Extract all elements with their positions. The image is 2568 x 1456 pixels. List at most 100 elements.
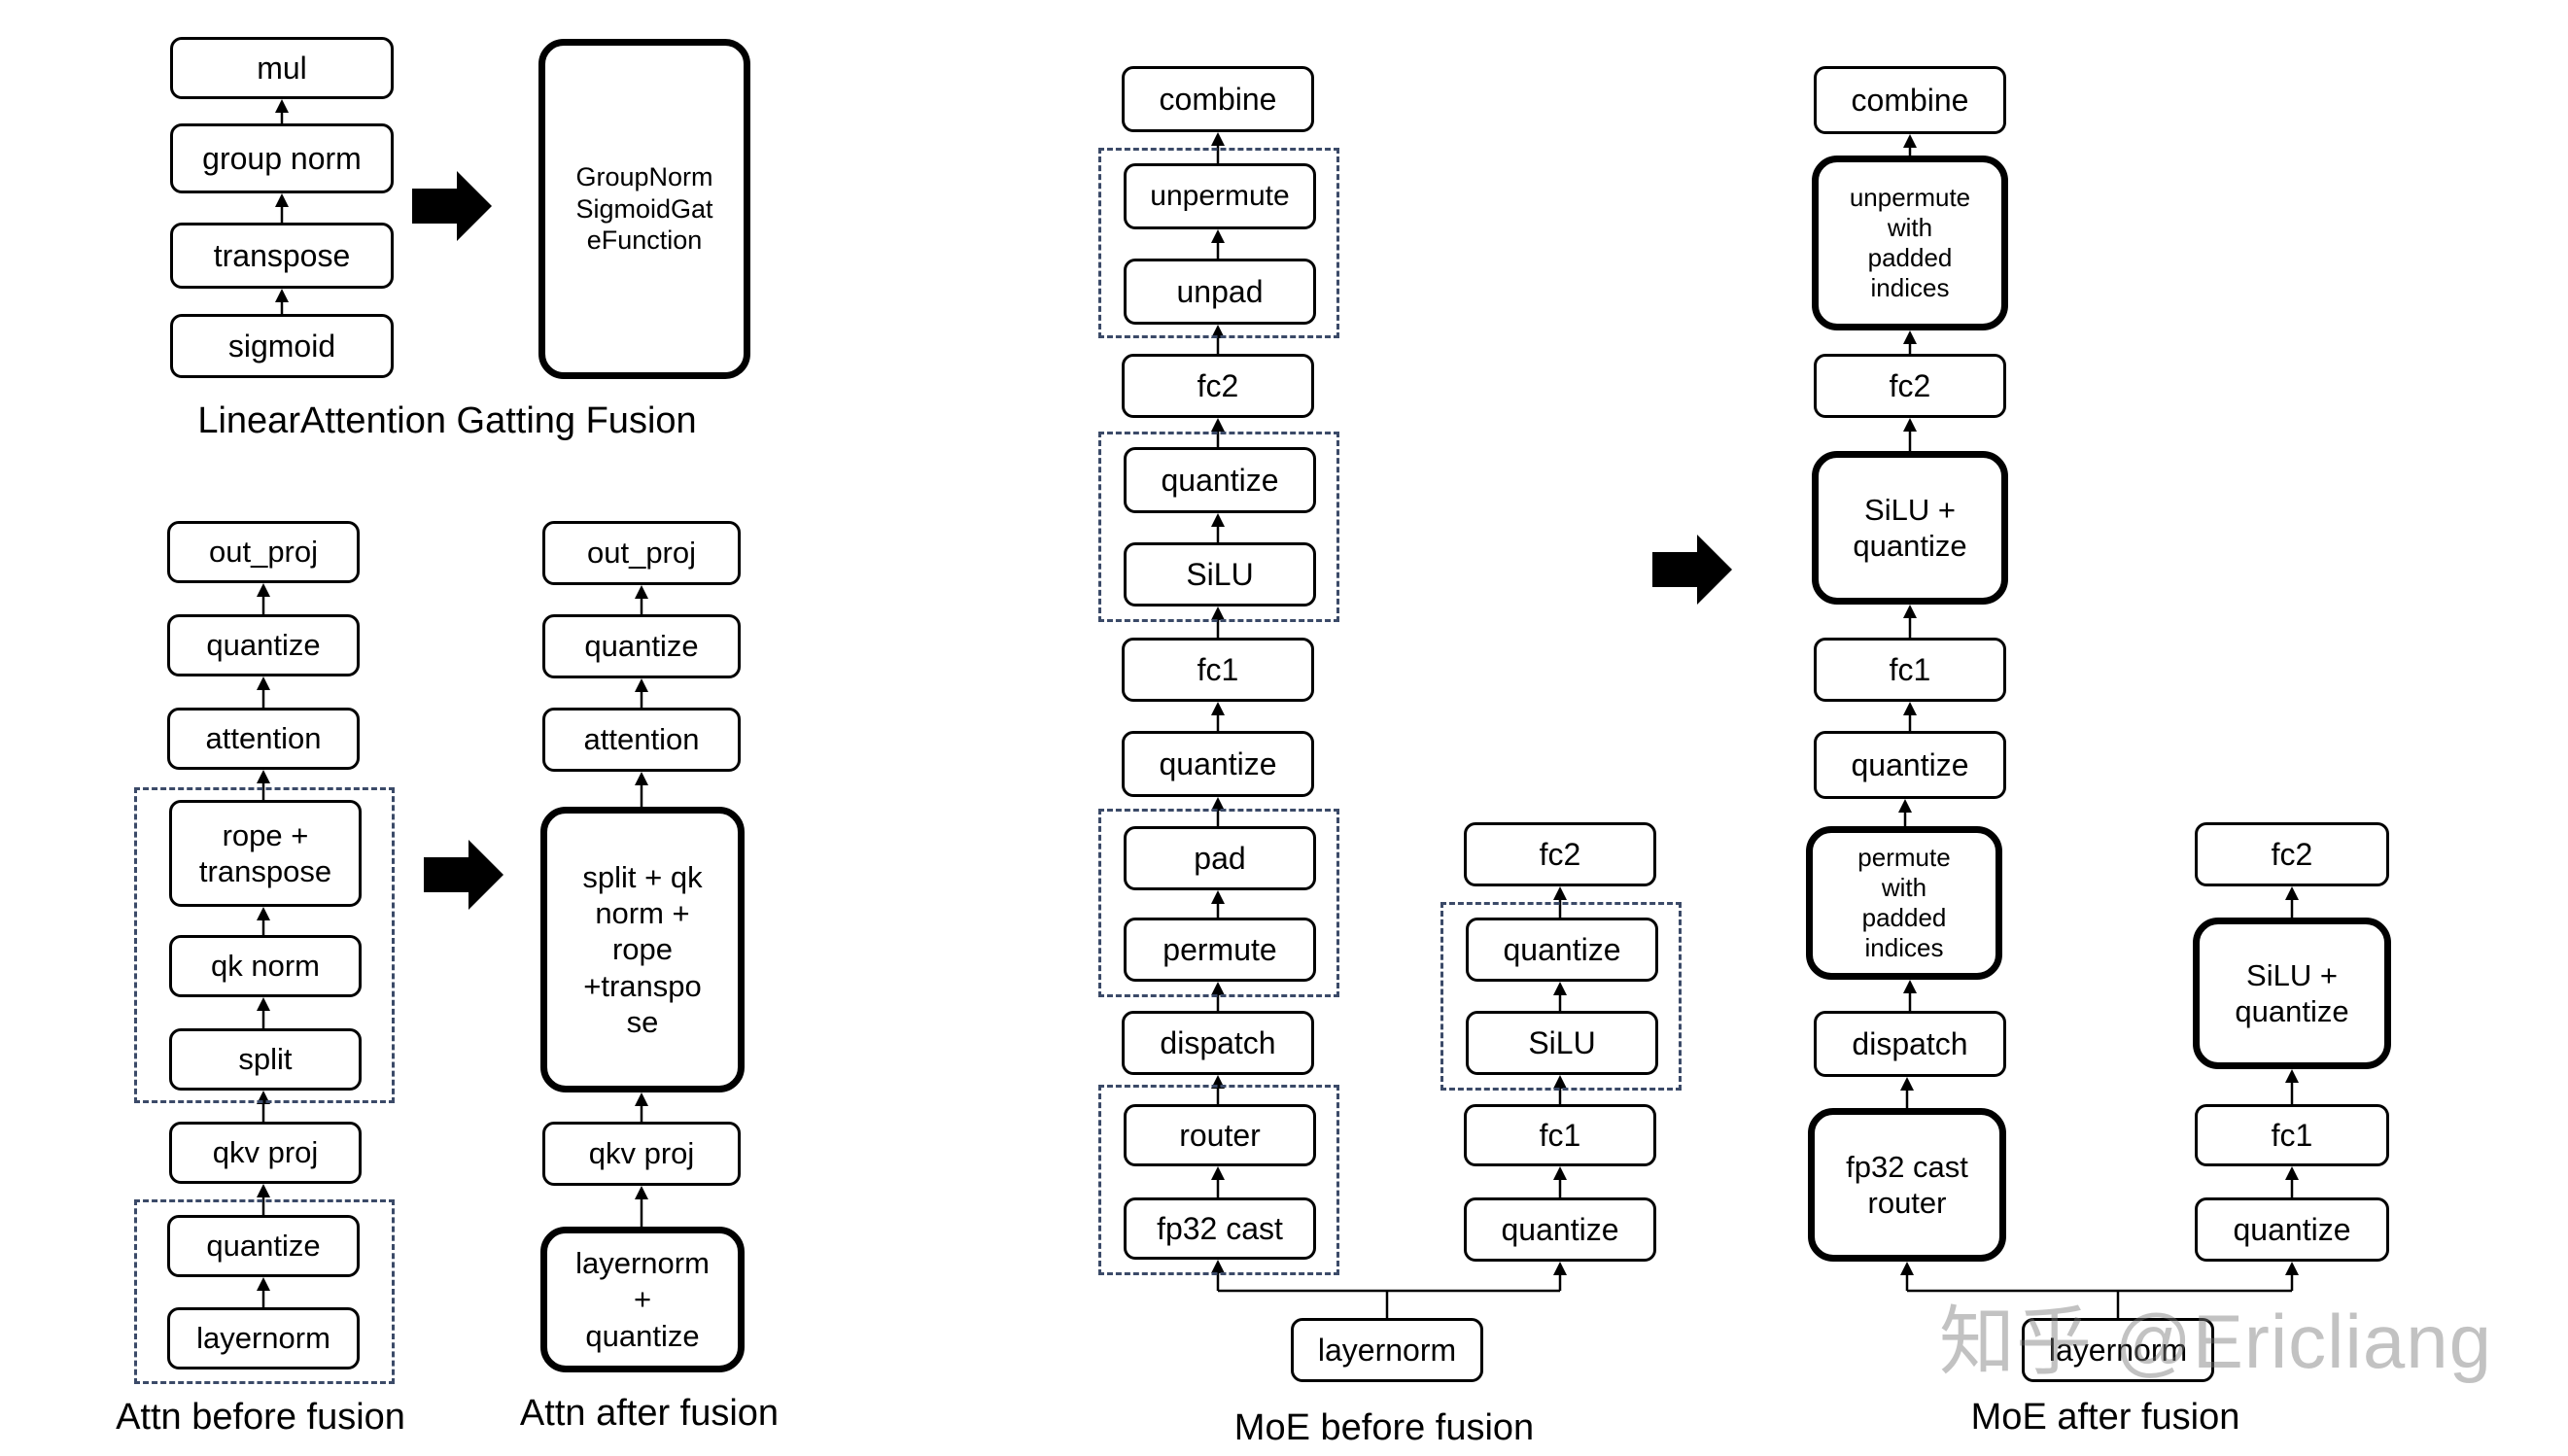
arrowhead-icon: [1553, 886, 1567, 900]
moe-after-side-fused-silu-quantize: SiLU + quantize: [2193, 918, 2391, 1069]
arrowhead-icon: [275, 193, 289, 207]
arrowhead-icon: [1211, 132, 1225, 146]
arrowhead-icon: [1903, 134, 1917, 148]
moe-before-group-router: [1098, 1085, 1339, 1275]
attn-before-qk-norm: qk norm: [169, 935, 362, 997]
moe-before-quantize: quantize: [1124, 447, 1316, 513]
moe-before-side-silu: SiLU: [1466, 1011, 1658, 1075]
arrowhead-icon: [1553, 1166, 1567, 1180]
la-node-sigmoid: sigmoid: [170, 314, 394, 378]
arrowhead-icon: [1211, 418, 1225, 432]
fusion-arrow-icon: [424, 840, 503, 910]
arrowhead-icon: [635, 585, 648, 599]
attn-before-split: split: [169, 1028, 362, 1091]
arrowhead-icon: [635, 1186, 648, 1199]
moe-after-fc2: fc2: [1814, 354, 2006, 418]
arrowhead-icon: [257, 907, 270, 920]
moe-after-fused-fp32-router: fp32 cast router: [1808, 1108, 2006, 1262]
arrowhead-icon: [1903, 702, 1917, 715]
arrowhead-icon: [2285, 886, 2299, 900]
arrowhead-icon: [1553, 982, 1567, 995]
arrowhead-icon: [2285, 1069, 2299, 1083]
la-fused-node: GroupNorm SigmoidGat eFunction: [538, 39, 750, 379]
attn-after-fused-layernorm: layernorm + quantize: [540, 1227, 745, 1372]
attn-before-quantize-2: quantize: [167, 1215, 360, 1277]
moe-before-side-fc1: fc1: [1464, 1104, 1656, 1166]
moe-before-unpad: unpad: [1124, 259, 1316, 325]
moe-before-pad: pad: [1124, 826, 1316, 890]
attn-after-quantize: quantize: [542, 614, 741, 678]
moe-before-group-pad: [1098, 809, 1339, 997]
caption-linear-attention: LinearAttention Gatting Fusion: [197, 400, 697, 441]
arrowhead-icon: [257, 583, 270, 597]
arrowhead-icon: [1211, 513, 1225, 527]
attn-before-rope-transpose: rope + transpose: [169, 800, 362, 907]
moe-before-fc2: fc2: [1122, 354, 1314, 418]
arrowhead-icon: [257, 770, 270, 783]
arrowhead-icon: [257, 997, 270, 1011]
moe-before-layernorm: layernorm: [1291, 1318, 1483, 1382]
moe-before-group-unpermute: [1098, 148, 1339, 338]
la-node-transpose: transpose: [170, 223, 394, 289]
moe-before-group-silu: [1098, 432, 1339, 622]
attn-before-quantize: quantize: [167, 614, 360, 676]
attn-before-qkv-proj: qkv proj: [169, 1122, 362, 1184]
moe-before-side-quantize-2: quantize: [1464, 1197, 1656, 1262]
arrowhead-icon: [1211, 702, 1225, 715]
moe-after-layernorm: layernorm: [2022, 1318, 2214, 1382]
moe-after-fc1: fc1: [1814, 638, 2006, 702]
arrowhead-icon: [1898, 799, 1912, 813]
arrowhead-icon: [1903, 980, 1917, 993]
arrowhead-icon: [1211, 982, 1225, 995]
attn-before-group-norm: [134, 1199, 395, 1384]
arrowhead-icon: [1900, 1262, 1914, 1275]
arrowhead-icon: [257, 676, 270, 690]
moe-after-quantize: quantize: [1814, 731, 2006, 799]
moe-after-side-fc2: fc2: [2195, 822, 2389, 886]
moe-before-unpermute: unpermute: [1124, 163, 1316, 229]
moe-before-dispatch: dispatch: [1122, 1011, 1314, 1075]
arrowhead-icon: [1903, 418, 1917, 432]
moe-after-fused-silu-quantize: SiLU + quantize: [1812, 451, 2008, 605]
fusion-arrow-icon: [412, 171, 492, 241]
attn-after-fused-split-qk: split + qk norm + rope +transpo se: [540, 807, 745, 1092]
moe-after-fused-permute: permute with padded indices: [1806, 826, 2002, 980]
arrowhead-icon: [275, 99, 289, 113]
arrowhead-icon: [257, 1184, 270, 1197]
moe-before-fc1: fc1: [1122, 638, 1314, 702]
arrowhead-icon: [1553, 1262, 1567, 1275]
arrowhead-icon: [2285, 1262, 2299, 1275]
moe-before-permute: permute: [1124, 918, 1316, 982]
arrowhead-icon: [635, 772, 648, 785]
caption-attn-after: Attn after fusion: [519, 1393, 780, 1434]
arrowhead-icon: [1211, 1260, 1225, 1273]
attn-after-attention: attention: [542, 708, 741, 772]
moe-after-side-fc1: fc1: [2195, 1104, 2389, 1166]
fusion-arrow-icon: [1652, 535, 1732, 605]
attn-after-out-proj: out_proj: [542, 521, 741, 585]
moe-before-side-quantize: quantize: [1466, 918, 1658, 982]
moe-before-side-fc2: fc2: [1464, 822, 1656, 886]
moe-before-fp32-cast: fp32 cast: [1124, 1197, 1316, 1260]
attn-before-layernorm: layernorm: [167, 1307, 360, 1369]
arrowhead-icon: [1903, 605, 1917, 618]
arrowhead-icon: [1211, 229, 1225, 243]
arrowhead-icon: [635, 1092, 648, 1106]
arrowhead-icon: [1900, 1077, 1914, 1091]
arrowhead-icon: [1211, 797, 1225, 811]
arrowhead-icon: [257, 1277, 270, 1291]
arrowhead-icon: [635, 678, 648, 692]
moe-after-side-quantize: quantize: [2195, 1197, 2389, 1262]
arrowhead-icon: [1211, 1166, 1225, 1180]
arrowhead-icon: [1553, 1075, 1567, 1089]
caption-moe-after: MoE after fusion: [1970, 1397, 2240, 1438]
moe-before-quantize-2: quantize: [1122, 731, 1314, 797]
caption-attn-before: Attn before fusion: [116, 1397, 405, 1438]
arrowhead-icon: [1211, 325, 1225, 338]
caption-moe-before: MoE before fusion: [1233, 1407, 1535, 1448]
attn-before-attention: attention: [167, 708, 360, 770]
moe-before-silu: SiLU: [1124, 542, 1316, 607]
watermark: 知乎 @Ericliang: [1939, 1299, 2492, 1384]
